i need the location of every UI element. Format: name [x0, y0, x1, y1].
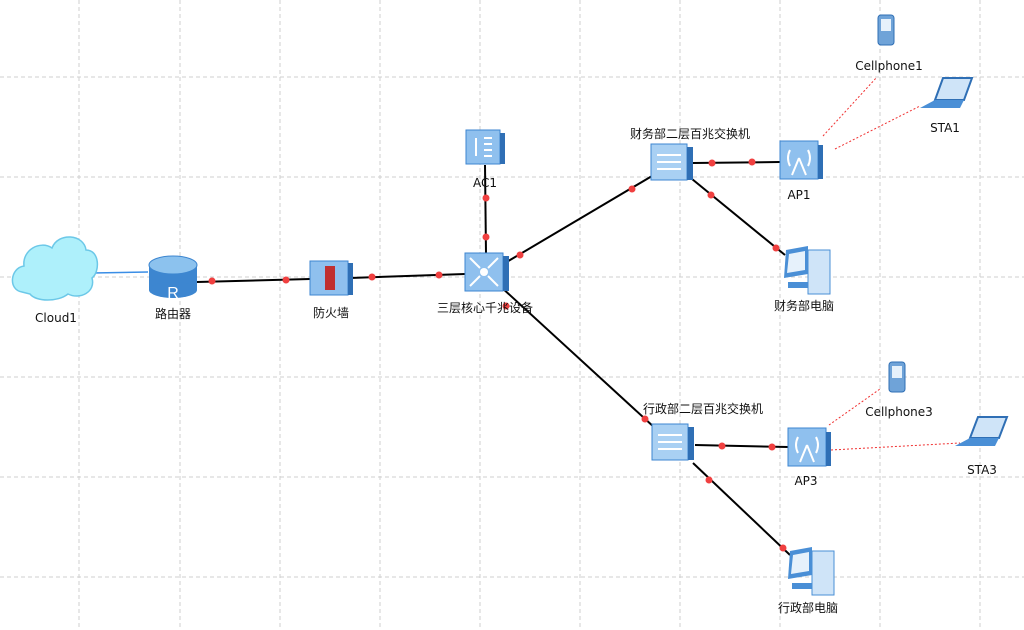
access-controller-icon [465, 129, 505, 165]
cloud1-node[interactable]: Cloud1 [11, 236, 99, 325]
link-finance-switch-ap1[interactable] [692, 161, 781, 164]
cloud1-label: Cloud1 [35, 311, 77, 325]
wireless-ap3-cellphone3 [828, 388, 881, 426]
sta3-label: STA3 [967, 463, 997, 477]
switch-icon [651, 423, 694, 461]
laptop-icon [955, 416, 1009, 446]
ap1-label: AP1 [787, 188, 810, 202]
cellphone3-node[interactable]: Cellphone3 [865, 361, 933, 419]
router-icon: R [148, 255, 198, 302]
port-dots [208, 158, 787, 552]
cloud-icon [11, 236, 99, 301]
link-core-admin-switch[interactable] [499, 285, 656, 429]
core-switch-node[interactable]: 三层核心千兆设备 [437, 252, 533, 315]
svg-text:R: R [167, 285, 179, 302]
cellphone3-label: Cellphone3 [865, 405, 933, 419]
ac1-node[interactable]: AC1 [465, 129, 505, 190]
ac1-label: AC1 [473, 176, 497, 190]
finance-switch-node[interactable]: 财务部二层百兆交换机 [630, 126, 750, 181]
admin-switch-label: 行政部二层百兆交换机 [643, 401, 763, 416]
sta3-node[interactable]: STA3 [955, 416, 1009, 477]
firewall-label: 防火墙 [313, 305, 349, 320]
wireless-ap1-sta1 [834, 105, 921, 150]
cellphone1-label: Cellphone1 [855, 59, 923, 73]
access-point-icon [787, 427, 831, 467]
link-router-firewall[interactable] [196, 278, 311, 283]
l3-switch-icon [464, 252, 509, 292]
link-core-finance-switch[interactable] [504, 175, 653, 264]
router-label: 路由器 [155, 306, 191, 321]
cellphone-icon [888, 361, 906, 393]
switch-icon [650, 143, 693, 181]
link-admin-switch-pc[interactable] [692, 462, 791, 556]
link-finance-switch-pc[interactable] [691, 178, 786, 256]
wireless-ap3-sta3 [830, 442, 961, 451]
laptop-icon [920, 77, 974, 108]
ap3-label: AP3 [794, 474, 817, 488]
link-cloud-router[interactable] [91, 271, 149, 274]
desktop-pc-icon [784, 246, 831, 295]
core-switch-label: 三层核心千兆设备 [437, 301, 533, 315]
finance-pc-node[interactable]: 财务部电脑 [774, 246, 834, 313]
firewall-node[interactable]: 防火墙 [309, 260, 353, 320]
admin-switch-node[interactable]: 行政部二层百兆交换机 [643, 401, 763, 461]
desktop-pc-icon [788, 547, 835, 596]
cellphone-icon [877, 14, 895, 46]
ap1-node[interactable]: AP1 [779, 140, 823, 202]
admin-pc-label: 行政部电脑 [778, 600, 838, 615]
router-node[interactable]: R 路由器 [148, 255, 198, 321]
sta1-node[interactable]: STA1 [920, 77, 974, 135]
ap3-node[interactable]: AP3 [787, 427, 831, 488]
finance-pc-label: 财务部电脑 [774, 298, 834, 313]
finance-switch-label: 财务部二层百兆交换机 [630, 126, 750, 141]
sta1-label: STA1 [930, 121, 960, 135]
admin-pc-node[interactable]: 行政部电脑 [778, 547, 838, 615]
access-point-icon [779, 140, 823, 180]
wireless-ap1-cellphone1 [822, 76, 878, 137]
cellphone1-node[interactable]: Cellphone1 [855, 14, 923, 73]
firewall-icon [309, 260, 353, 296]
